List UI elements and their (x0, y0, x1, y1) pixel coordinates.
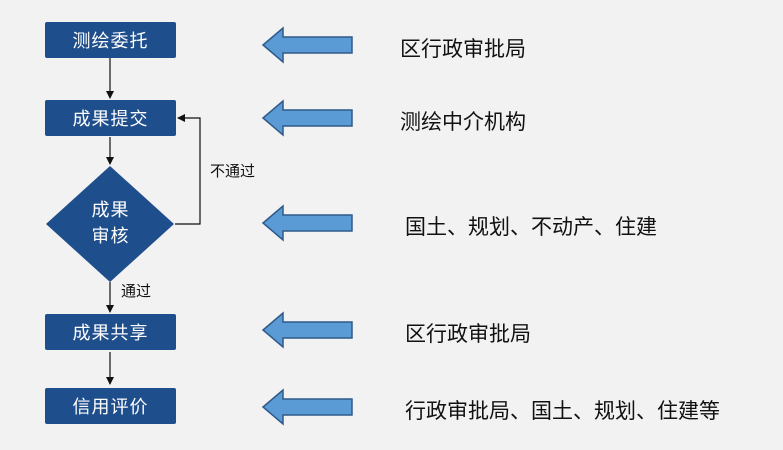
responsible-party-5: 行政审批局、国土、规划、住建等 (405, 399, 720, 423)
pointer-arrows (261, 26, 353, 426)
decision-diamond (46, 166, 174, 282)
pass-branch-label: 通过 (121, 282, 152, 300)
pointer-arrow-4 (261, 311, 353, 349)
responsible-party-1: 区行政审批局 (400, 37, 526, 61)
pointer-arrow-3 (261, 204, 353, 242)
pointer-arrow-1 (261, 26, 353, 64)
fail-branch-label: 不通过 (210, 162, 256, 180)
feedback-loop-connector (175, 114, 201, 225)
pointer-arrow-2 (261, 99, 353, 137)
decision-label-line1: 成果 (91, 200, 130, 221)
step-box-result-sharing: 成果共享 (45, 314, 176, 350)
decision-label: 成果 审核 (45, 198, 176, 254)
responsible-party-3: 国土、规划、不动产、住建 (405, 215, 657, 239)
responsible-party-2: 测绘中介机构 (400, 110, 526, 134)
responsible-party-4: 区行政审批局 (405, 322, 531, 346)
pointer-arrow-5 (261, 388, 353, 426)
step-box-result-submission: 成果提交 (45, 100, 176, 136)
step-box-credit-evaluation: 信用评价 (45, 388, 176, 424)
step-box-survey-commission: 测绘委托 (45, 22, 176, 58)
decision-label-line2: 审核 (91, 226, 130, 247)
